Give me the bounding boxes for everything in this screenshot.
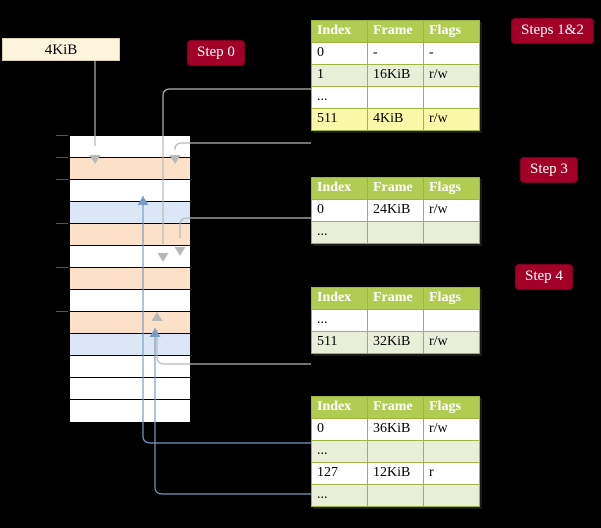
table-cell-frame: 24KiB xyxy=(367,199,424,222)
memory-row xyxy=(70,224,190,246)
memory-row xyxy=(70,246,190,268)
memory-row xyxy=(70,158,190,180)
table-cell-flags xyxy=(423,440,480,463)
table-cell-index: ... xyxy=(311,221,368,244)
memory-row-tick xyxy=(56,311,68,312)
table-cell-frame: 32KiB xyxy=(367,331,424,354)
memory-row xyxy=(70,136,190,158)
table-cell-flags xyxy=(423,484,480,507)
table-cell-index: 511 xyxy=(311,331,368,354)
table-header-flags: Flags xyxy=(423,20,480,43)
memory-row xyxy=(70,400,190,422)
memory-row-tick xyxy=(56,157,68,158)
table-cell-index: 0 xyxy=(311,418,368,441)
table-row: ... xyxy=(311,86,480,109)
step-badge-step-3: Step 3 xyxy=(521,158,577,182)
table-cell-index: 0 xyxy=(311,199,368,222)
table-cell-index: 511 xyxy=(311,108,368,131)
table-cell-flags xyxy=(423,221,480,244)
table-header-index: Index xyxy=(311,177,368,200)
table-cell-flags: r xyxy=(423,462,480,485)
table-cell-frame xyxy=(367,484,424,507)
table-cell-frame xyxy=(367,221,424,244)
memory-row-tick xyxy=(56,223,68,224)
memory-row-tick xyxy=(56,135,68,136)
table-row: ... xyxy=(311,221,480,244)
table-cell-index: 1 xyxy=(311,64,368,87)
table-cell-flags: r/w xyxy=(423,64,480,87)
memory-row xyxy=(70,202,190,224)
table-cell-index: ... xyxy=(311,86,368,109)
table-cell-index: ... xyxy=(311,309,368,332)
table-header-frame: Frame xyxy=(367,396,424,419)
wire-t3-idx0-to-memory xyxy=(179,217,311,238)
table-cell-frame xyxy=(367,309,424,332)
table-cell-flags xyxy=(423,86,480,109)
table-cell-frame xyxy=(367,440,424,463)
table-header-flags: Flags xyxy=(423,396,480,419)
table-row: 0-- xyxy=(311,42,480,65)
memory-column xyxy=(69,135,191,422)
table-cell-frame: - xyxy=(367,42,424,65)
memory-row-tick xyxy=(56,267,68,268)
table-cell-flags: r/w xyxy=(423,418,480,441)
table-row: ... xyxy=(311,440,480,463)
table-cell-flags: r/w xyxy=(423,199,480,222)
table-header-frame: Frame xyxy=(367,20,424,43)
memory-column-divider xyxy=(140,136,141,420)
table-cell-frame: 4KiB xyxy=(367,108,424,131)
memory-row xyxy=(70,312,190,334)
memory-row xyxy=(70,268,190,290)
table-cell-flags: - xyxy=(423,42,480,65)
table-row: ... xyxy=(311,309,480,332)
table-cell-frame: 36KiB xyxy=(367,418,424,441)
memory-row xyxy=(70,334,190,356)
step-badge-step-4: Step 4 xyxy=(516,265,572,289)
table-cell-index: 127 xyxy=(311,462,368,485)
page-frame-box: 4KiB xyxy=(2,38,120,61)
table-cell-index: 0 xyxy=(311,42,368,65)
step-badge-step-0: Step 0 xyxy=(188,41,244,65)
table-header-frame: Frame xyxy=(367,287,424,310)
table-cell-frame xyxy=(367,86,424,109)
table-cell-flags: r/w xyxy=(423,108,480,131)
memory-row xyxy=(70,356,190,378)
table-row: ... xyxy=(311,484,480,507)
table-header-index: Index xyxy=(311,396,368,419)
table-cell-index: ... xyxy=(311,484,368,507)
memory-column-divider xyxy=(108,136,109,420)
table-header-flags: Flags xyxy=(423,287,480,310)
memory-row xyxy=(70,378,190,400)
table-cell-frame: 16KiB xyxy=(367,64,424,87)
table-header-index: Index xyxy=(311,20,368,43)
memory-row xyxy=(70,290,190,312)
table-cell-frame: 12KiB xyxy=(367,462,424,485)
table-cell-flags: r/w xyxy=(423,331,480,354)
wire-t1-idx511-to-memory xyxy=(174,142,311,151)
table-header-index: Index xyxy=(311,287,368,310)
table-cell-index: ... xyxy=(311,440,368,463)
step-badge-steps-1-2: Steps 1&2 xyxy=(512,19,593,43)
memory-row xyxy=(70,180,190,202)
table-cell-flags xyxy=(423,309,480,332)
table-header-flags: Flags xyxy=(423,177,480,200)
table-header-frame: Frame xyxy=(367,177,424,200)
memory-row-tick xyxy=(56,179,68,180)
